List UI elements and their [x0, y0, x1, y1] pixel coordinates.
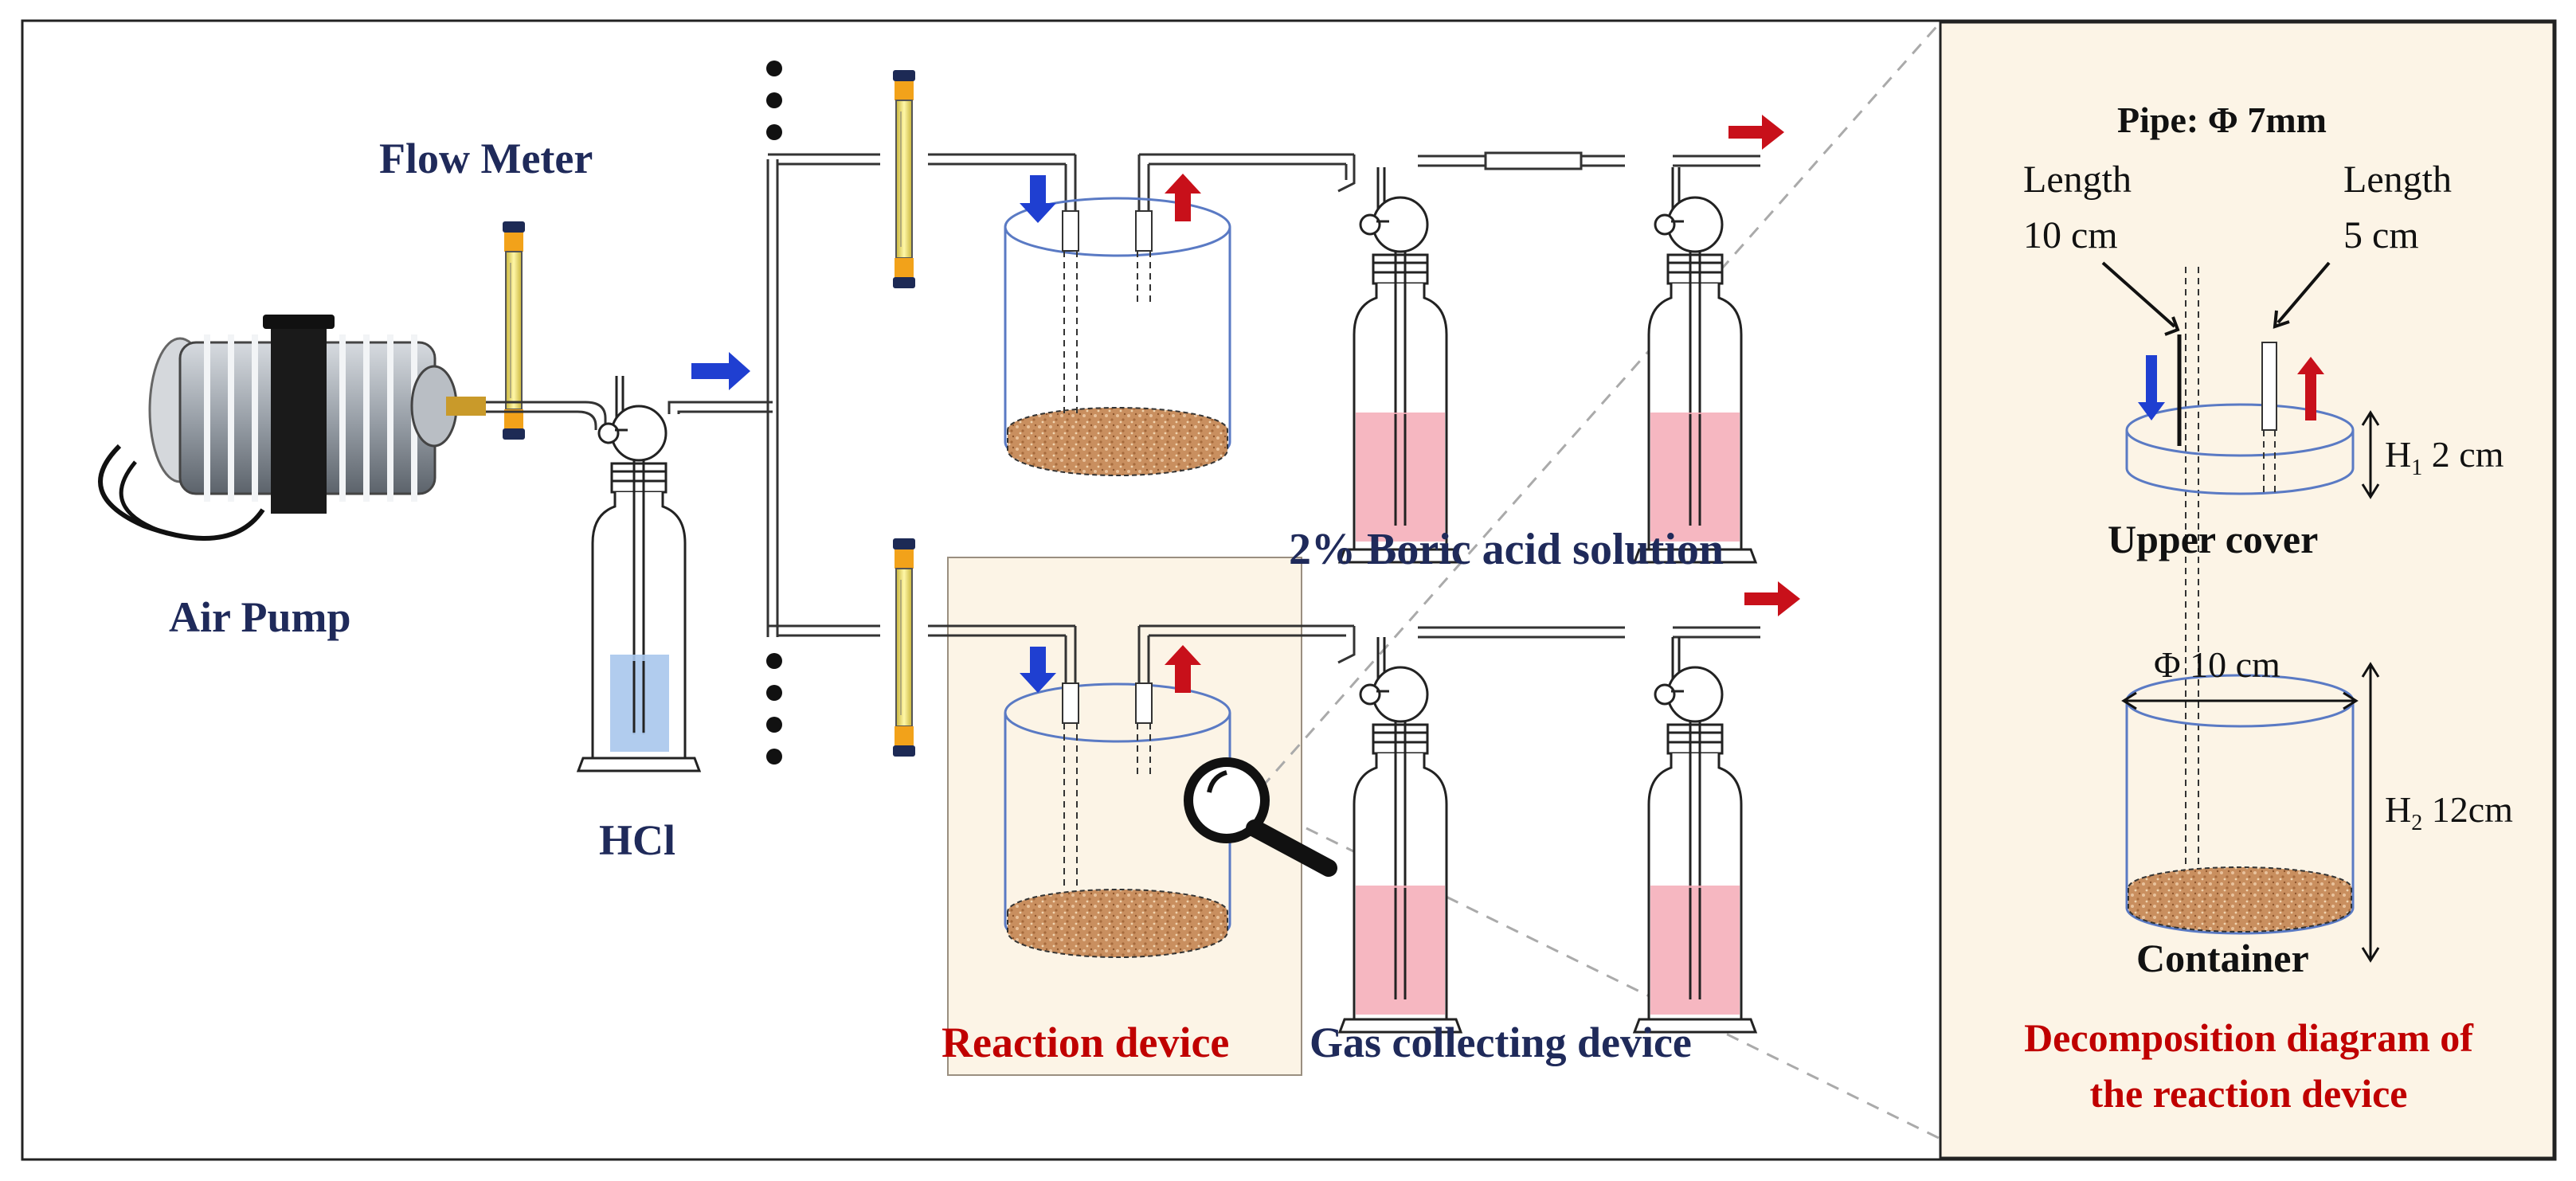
flow-meter-bottom-icon	[892, 538, 916, 757]
pipe-diameter-label: Pipe: Φ 7mm	[2117, 100, 2327, 140]
h2-subscript: 2	[2411, 811, 2423, 836]
main-pipes	[486, 151, 1760, 685]
flow-meter-label: Flow Meter	[379, 135, 593, 182]
air-pump-icon	[98, 315, 486, 541]
decomposition-title-line-1: Decomposition diagram of	[2024, 1015, 2473, 1060]
decomposition-drawing	[2101, 261, 2380, 963]
gas-collecting-device-label: Gas collecting device	[1310, 1019, 1692, 1066]
length-left-label-2: 10 cm	[2023, 214, 2118, 256]
reaction-device-top-icon	[1004, 197, 1231, 476]
gas-bottle-bottom-1-icon	[1338, 635, 1462, 1034]
flow-meter-top-icon	[892, 69, 916, 289]
boric-acid-label: 2% Boric acid solution	[1289, 525, 1725, 574]
h1-value: 2 cm	[2422, 434, 2504, 475]
length-right-label-2: 5 cm	[2343, 214, 2419, 256]
flow-arrows	[691, 115, 1800, 693]
gas-bottle-top-2-icon	[1633, 166, 1757, 564]
length-left-label-1: Length	[2023, 158, 2132, 201]
air-pump-label: Air Pump	[169, 593, 351, 641]
gas-bottle-top-1-icon	[1338, 166, 1462, 564]
decomposition-title-line-2: the reaction device	[2089, 1071, 2408, 1116]
h1-subscript: 1	[2411, 456, 2423, 481]
upper-cover-label: Upper cover	[2108, 517, 2319, 561]
reaction-device-bottom-icon	[1004, 682, 1231, 958]
h1-dimension-label: H1 2 cm	[2385, 433, 2504, 481]
diameter-label: Φ 10 cm	[2154, 644, 2280, 685]
h2-symbol: H	[2385, 789, 2412, 830]
decomposition-panel	[1939, 21, 2555, 1159]
hcl-bottle-icon	[577, 374, 701, 772]
reaction-device-label: Reaction device	[942, 1019, 1230, 1066]
magnifier-icon	[1184, 757, 1337, 877]
hcl-label: HCl	[599, 816, 676, 864]
gas-bottle-bottom-2-icon	[1633, 635, 1757, 1034]
h2-value: 12cm	[2422, 789, 2513, 830]
length-right-label-1: Length	[2343, 158, 2452, 201]
container-label: Container	[2136, 936, 2309, 980]
h2-dimension-label: H2 12cm	[2385, 788, 2513, 836]
h1-symbol: H	[2385, 434, 2412, 475]
flow-meter-main-icon	[502, 221, 526, 440]
ellipsis-dots	[766, 61, 782, 765]
zoom-line-top	[1245, 22, 1942, 805]
